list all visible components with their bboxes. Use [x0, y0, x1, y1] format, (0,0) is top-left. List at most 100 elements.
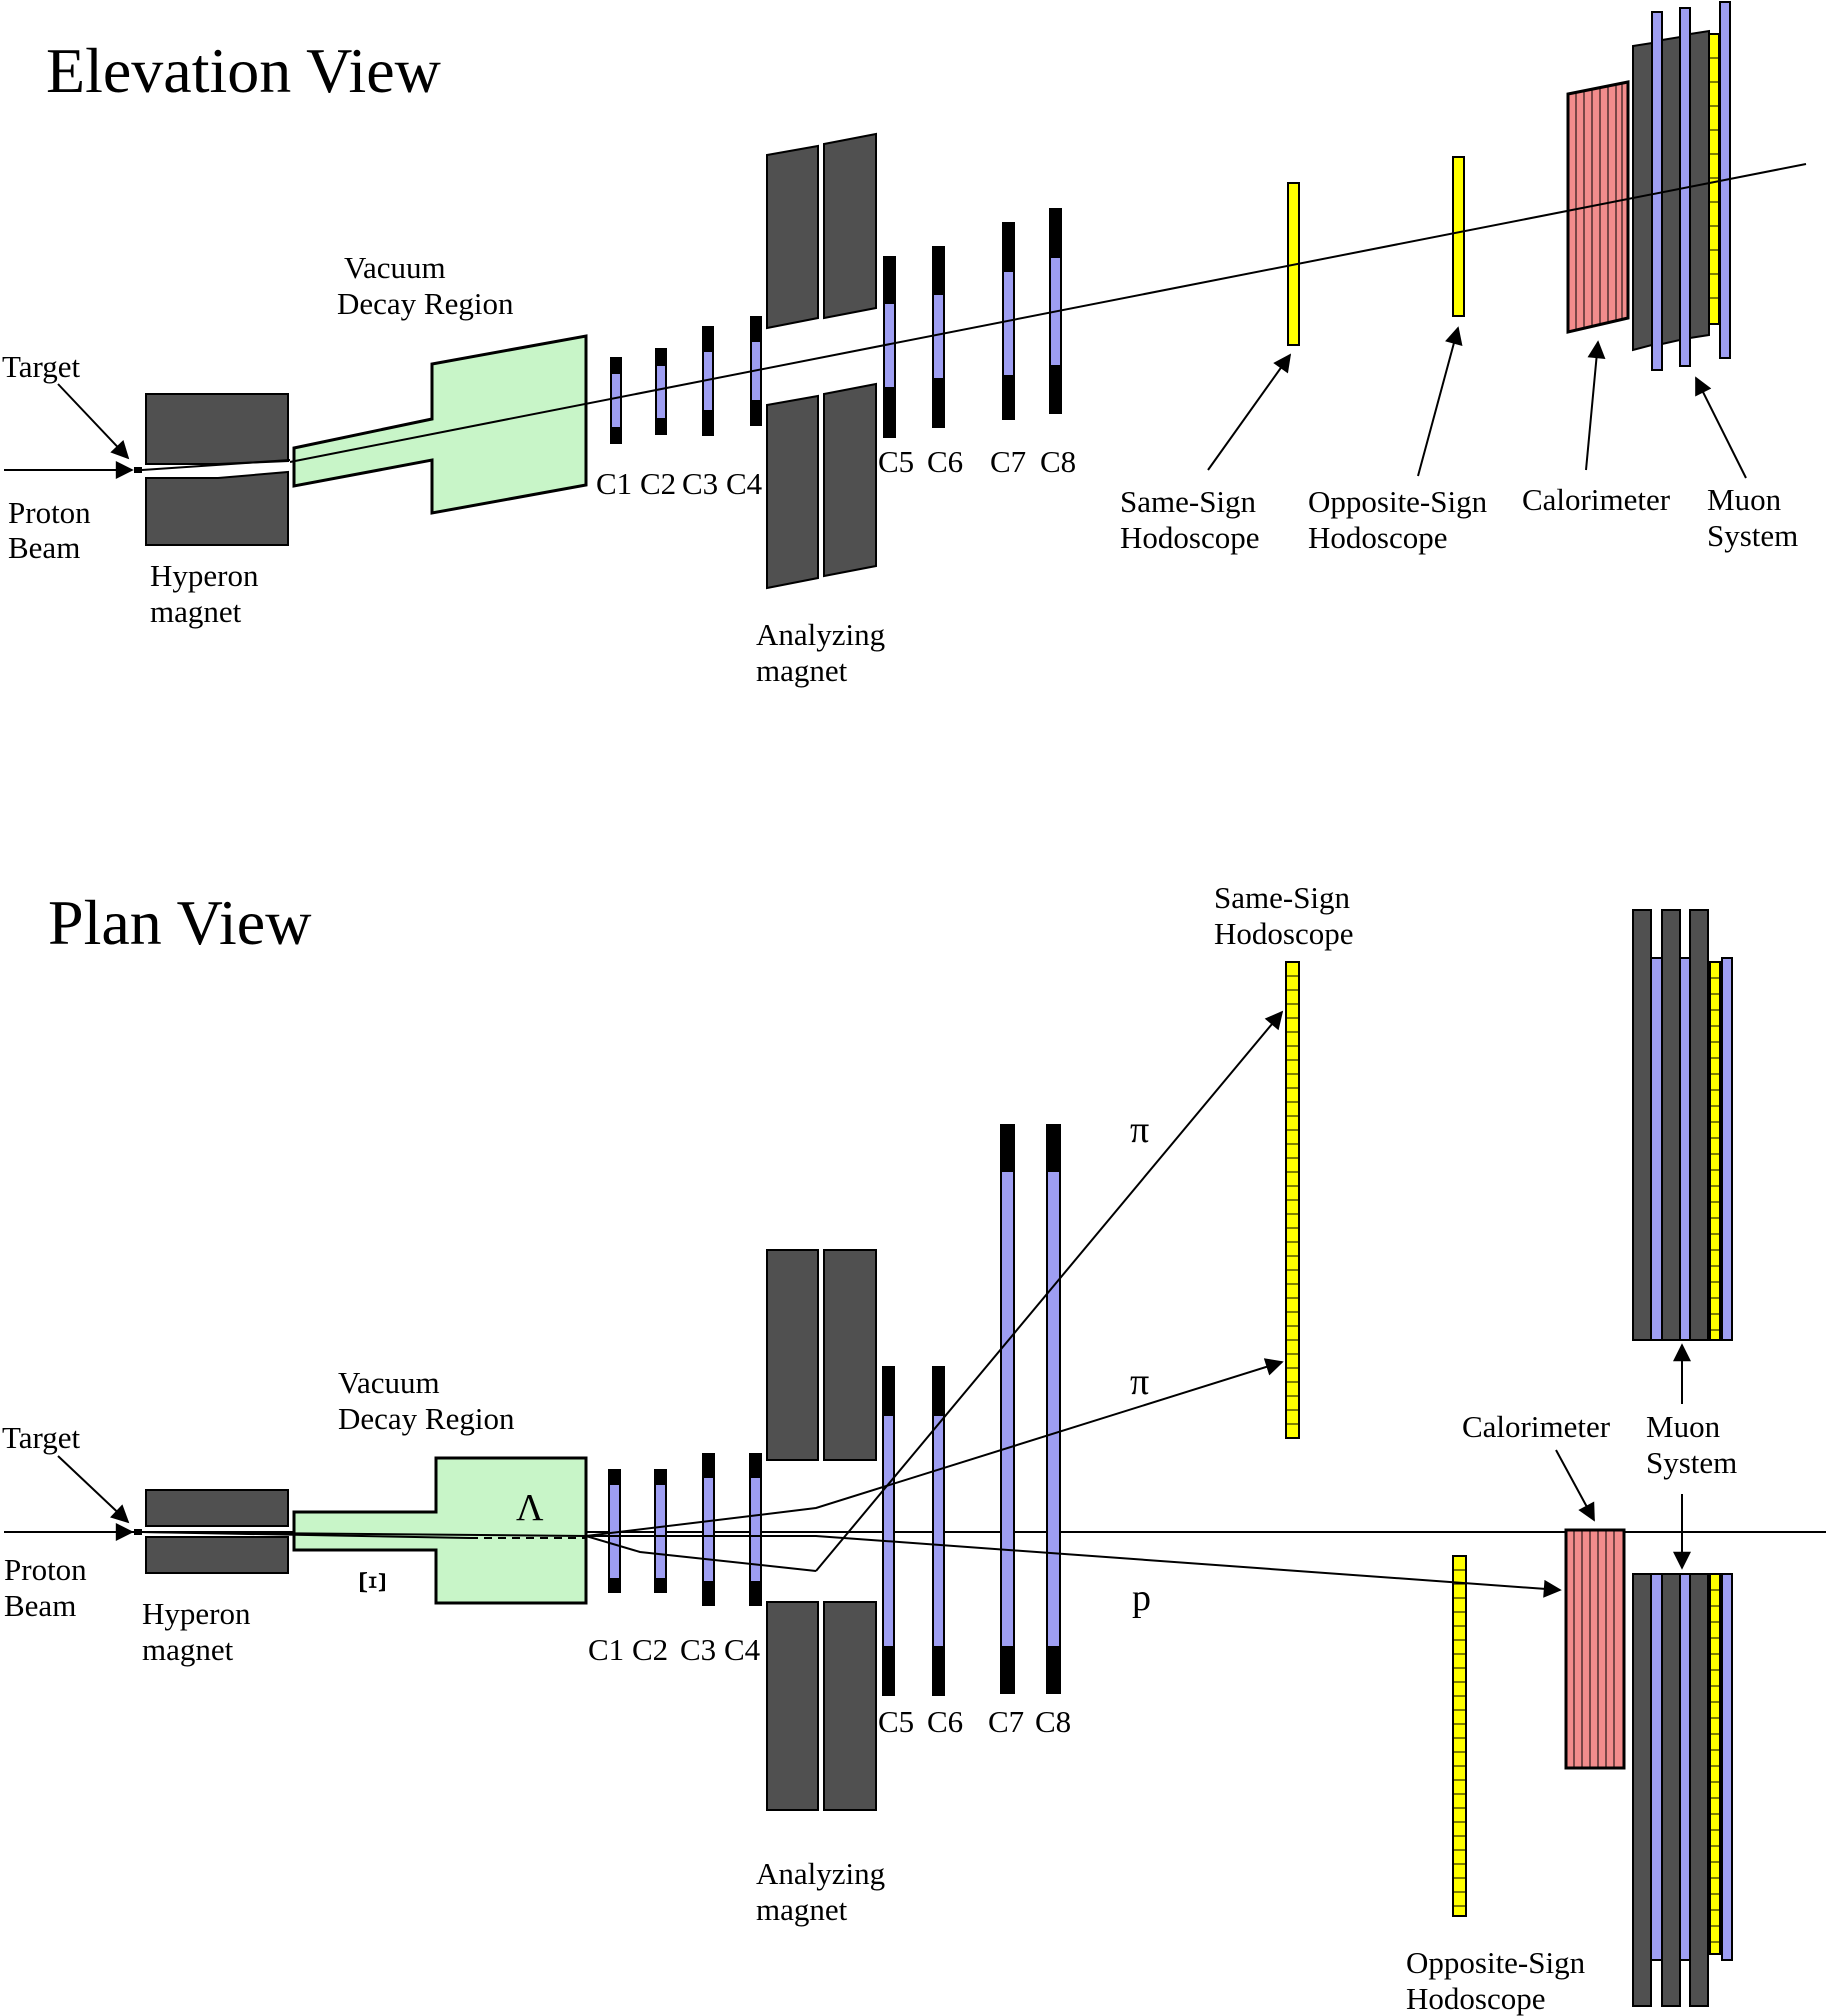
- plan-muon-steel-1-lower: [1632, 1573, 1652, 2007]
- opposite-sign-label: Opposite-Sign: [1308, 484, 1488, 519]
- plan-magnet-label: magnet: [142, 1632, 234, 1667]
- plan-analyzing-magnet-label: magnet: [756, 1892, 848, 1927]
- plan-muon-steel-3-upper: [1689, 909, 1709, 1341]
- plan-muon-hodoscope-lower: [1709, 1573, 1721, 1955]
- elevation-view: Elevation View Target Proton Beam Hypero…: [2, 1, 1807, 688]
- plan-beam-label: Beam: [4, 1588, 76, 1623]
- muon-pointer: [1695, 376, 1747, 479]
- plan-muon-steel-3-lower: [1689, 1573, 1709, 2007]
- plan-chamber-label-c6: C6: [927, 1704, 963, 1739]
- calorimeter-segments: [1575, 83, 1623, 330]
- lower-pion-track: [585, 1358, 1284, 1537]
- same-sign-pointer: [1207, 353, 1292, 471]
- chamber-label-c5: C5: [878, 444, 914, 479]
- plan-proton-label: Proton: [4, 1552, 87, 1587]
- plan-decay-region-label: Decay Region: [338, 1401, 515, 1436]
- plan-chambers-c1-c4: [608, 1453, 762, 1606]
- upper-pion-track: [815, 1010, 1284, 1572]
- analyzing-magnet-label: magnet: [756, 653, 848, 688]
- analyzing-magnet-lower-left: [766, 394, 819, 590]
- hyperon-label: Hyperon: [150, 558, 259, 593]
- chamber-c7-wires: [1004, 272, 1013, 375]
- proton-track: [586, 1535, 1562, 1598]
- opposite-sign-hodoscope-label: Hodoscope: [1308, 520, 1447, 555]
- plan-same-sign-label: Same-Sign: [1214, 880, 1351, 915]
- analyzing-magnet-lower-right: [823, 382, 877, 578]
- plan-chamber-label-c3: C3: [680, 1632, 716, 1667]
- elevation-track: [289, 163, 1807, 463]
- plan-chamber-c7-wires: [1002, 1172, 1013, 1646]
- plan-same-sign-segments: [1286, 975, 1299, 1425]
- plan-chamber-label-c4: C4: [724, 1632, 761, 1667]
- plan-calorimeter: [1564, 1528, 1626, 1770]
- plan-chamber-c5-wires: [884, 1416, 893, 1646]
- plan-muon-plane-1-lower: [1650, 1573, 1663, 1961]
- vacuum-decay-region: [292, 334, 588, 515]
- chamber-label-c2: C2: [640, 466, 676, 501]
- plan-view: Plan View Target Proton Beam Hyperon mag…: [2, 880, 1826, 2016]
- system-label: System: [1707, 518, 1798, 553]
- plan-muon-plane-2-lower: [1679, 1573, 1691, 1961]
- plan-vacuum-label: Vacuum: [338, 1365, 440, 1400]
- plan-vacuum-decay-region: [292, 1456, 588, 1605]
- plan-chambers-c5-c8: [882, 1124, 1061, 1696]
- plan-calorimeter-label: Calorimeter: [1462, 1409, 1611, 1444]
- lambda-label: Λ: [516, 1487, 544, 1529]
- plan-opposite-sign-hodoscope-label: Hodoscope: [1406, 1981, 1545, 2016]
- plan-chamber-c3-wires: [704, 1478, 713, 1581]
- plan-muon-plane-2-upper: [1679, 957, 1691, 1341]
- plan-analyzing-magnet-lower-left: [766, 1601, 819, 1811]
- proton-track-label: p: [1132, 1577, 1151, 1619]
- plan-same-sign-hodoscope-label: Hodoscope: [1214, 916, 1353, 951]
- opposite-sign-pointer: [1417, 326, 1463, 477]
- plan-calorimeter-segments: [1573, 1530, 1615, 1768]
- plan-opposite-sign-hodoscope: [1452, 1555, 1467, 1917]
- plan-chamber-label-c5: C5: [878, 1704, 914, 1739]
- elevation-beam-line: [141, 459, 291, 471]
- plan-chamber-label-c2: C2: [632, 1632, 668, 1667]
- plan-chamber-label-c8: C8: [1035, 1704, 1071, 1739]
- plan-hyperon-label: Hyperon: [142, 1596, 251, 1631]
- vacuum-label: Vacuum: [344, 250, 446, 285]
- xi-label: Ξ: [351, 1570, 393, 1594]
- plan-target-block: [134, 1529, 142, 1535]
- target-block: [134, 467, 142, 473]
- chamber-c5-wires: [885, 304, 894, 387]
- plan-muon-label: Muon: [1646, 1409, 1721, 1444]
- plan-muon-hodoscope-upper: [1709, 961, 1721, 1341]
- muon-hodoscope: [1708, 33, 1720, 325]
- plan-muon-plane-1-upper: [1650, 957, 1663, 1341]
- chamber-label-c6: C6: [927, 444, 963, 479]
- pion-minus-track-incoming: [141, 1531, 817, 1572]
- plan-chamber-c6-wires: [934, 1416, 943, 1646]
- muon-label: Muon: [1707, 482, 1782, 517]
- plan-chamber-c4-wires: [751, 1478, 760, 1581]
- plan-muon-steel-1-upper: [1632, 909, 1652, 1341]
- chamber-label-c1: C1: [596, 466, 632, 501]
- plan-analyzing-label: Analyzing: [756, 1856, 885, 1891]
- plan-calorimeter-pointer: [1555, 1449, 1595, 1522]
- plan-opposite-sign-label: Opposite-Sign: [1406, 1945, 1586, 1980]
- plan-muon-steel-2-upper: [1661, 909, 1681, 1341]
- same-sign-hodoscope-label: Hodoscope: [1120, 520, 1259, 555]
- plan-muon-steel-2-lower: [1661, 1573, 1681, 2007]
- hyperon-magnet-lower: [145, 470, 289, 546]
- analyzing-magnet-upper-left: [766, 144, 819, 330]
- muon-hodoscope-segments: [1709, 57, 1719, 299]
- decay-region-label: Decay Region: [337, 286, 514, 321]
- magnet-label: magnet: [150, 594, 242, 629]
- chambers-c1-c4: [610, 316, 762, 444]
- analyzing-magnet-upper-right: [823, 132, 877, 320]
- plan-chamber-label-c1: C1: [588, 1632, 624, 1667]
- opposite-sign-hodoscope: [1452, 156, 1465, 317]
- calorimeter-label: Calorimeter: [1522, 482, 1671, 517]
- elevation-title: Elevation View: [46, 35, 441, 106]
- chamber-label-c3: C3: [682, 466, 718, 501]
- chambers-c5-c8: [883, 208, 1062, 438]
- upper-pion-label: π: [1130, 1109, 1149, 1151]
- target-pointer-arrow: [57, 383, 130, 460]
- plan-hyperon-magnet-lower: [145, 1536, 289, 1574]
- plan-opposite-sign-segments: [1453, 1569, 1466, 1907]
- chamber-label-c8: C8: [1040, 444, 1076, 479]
